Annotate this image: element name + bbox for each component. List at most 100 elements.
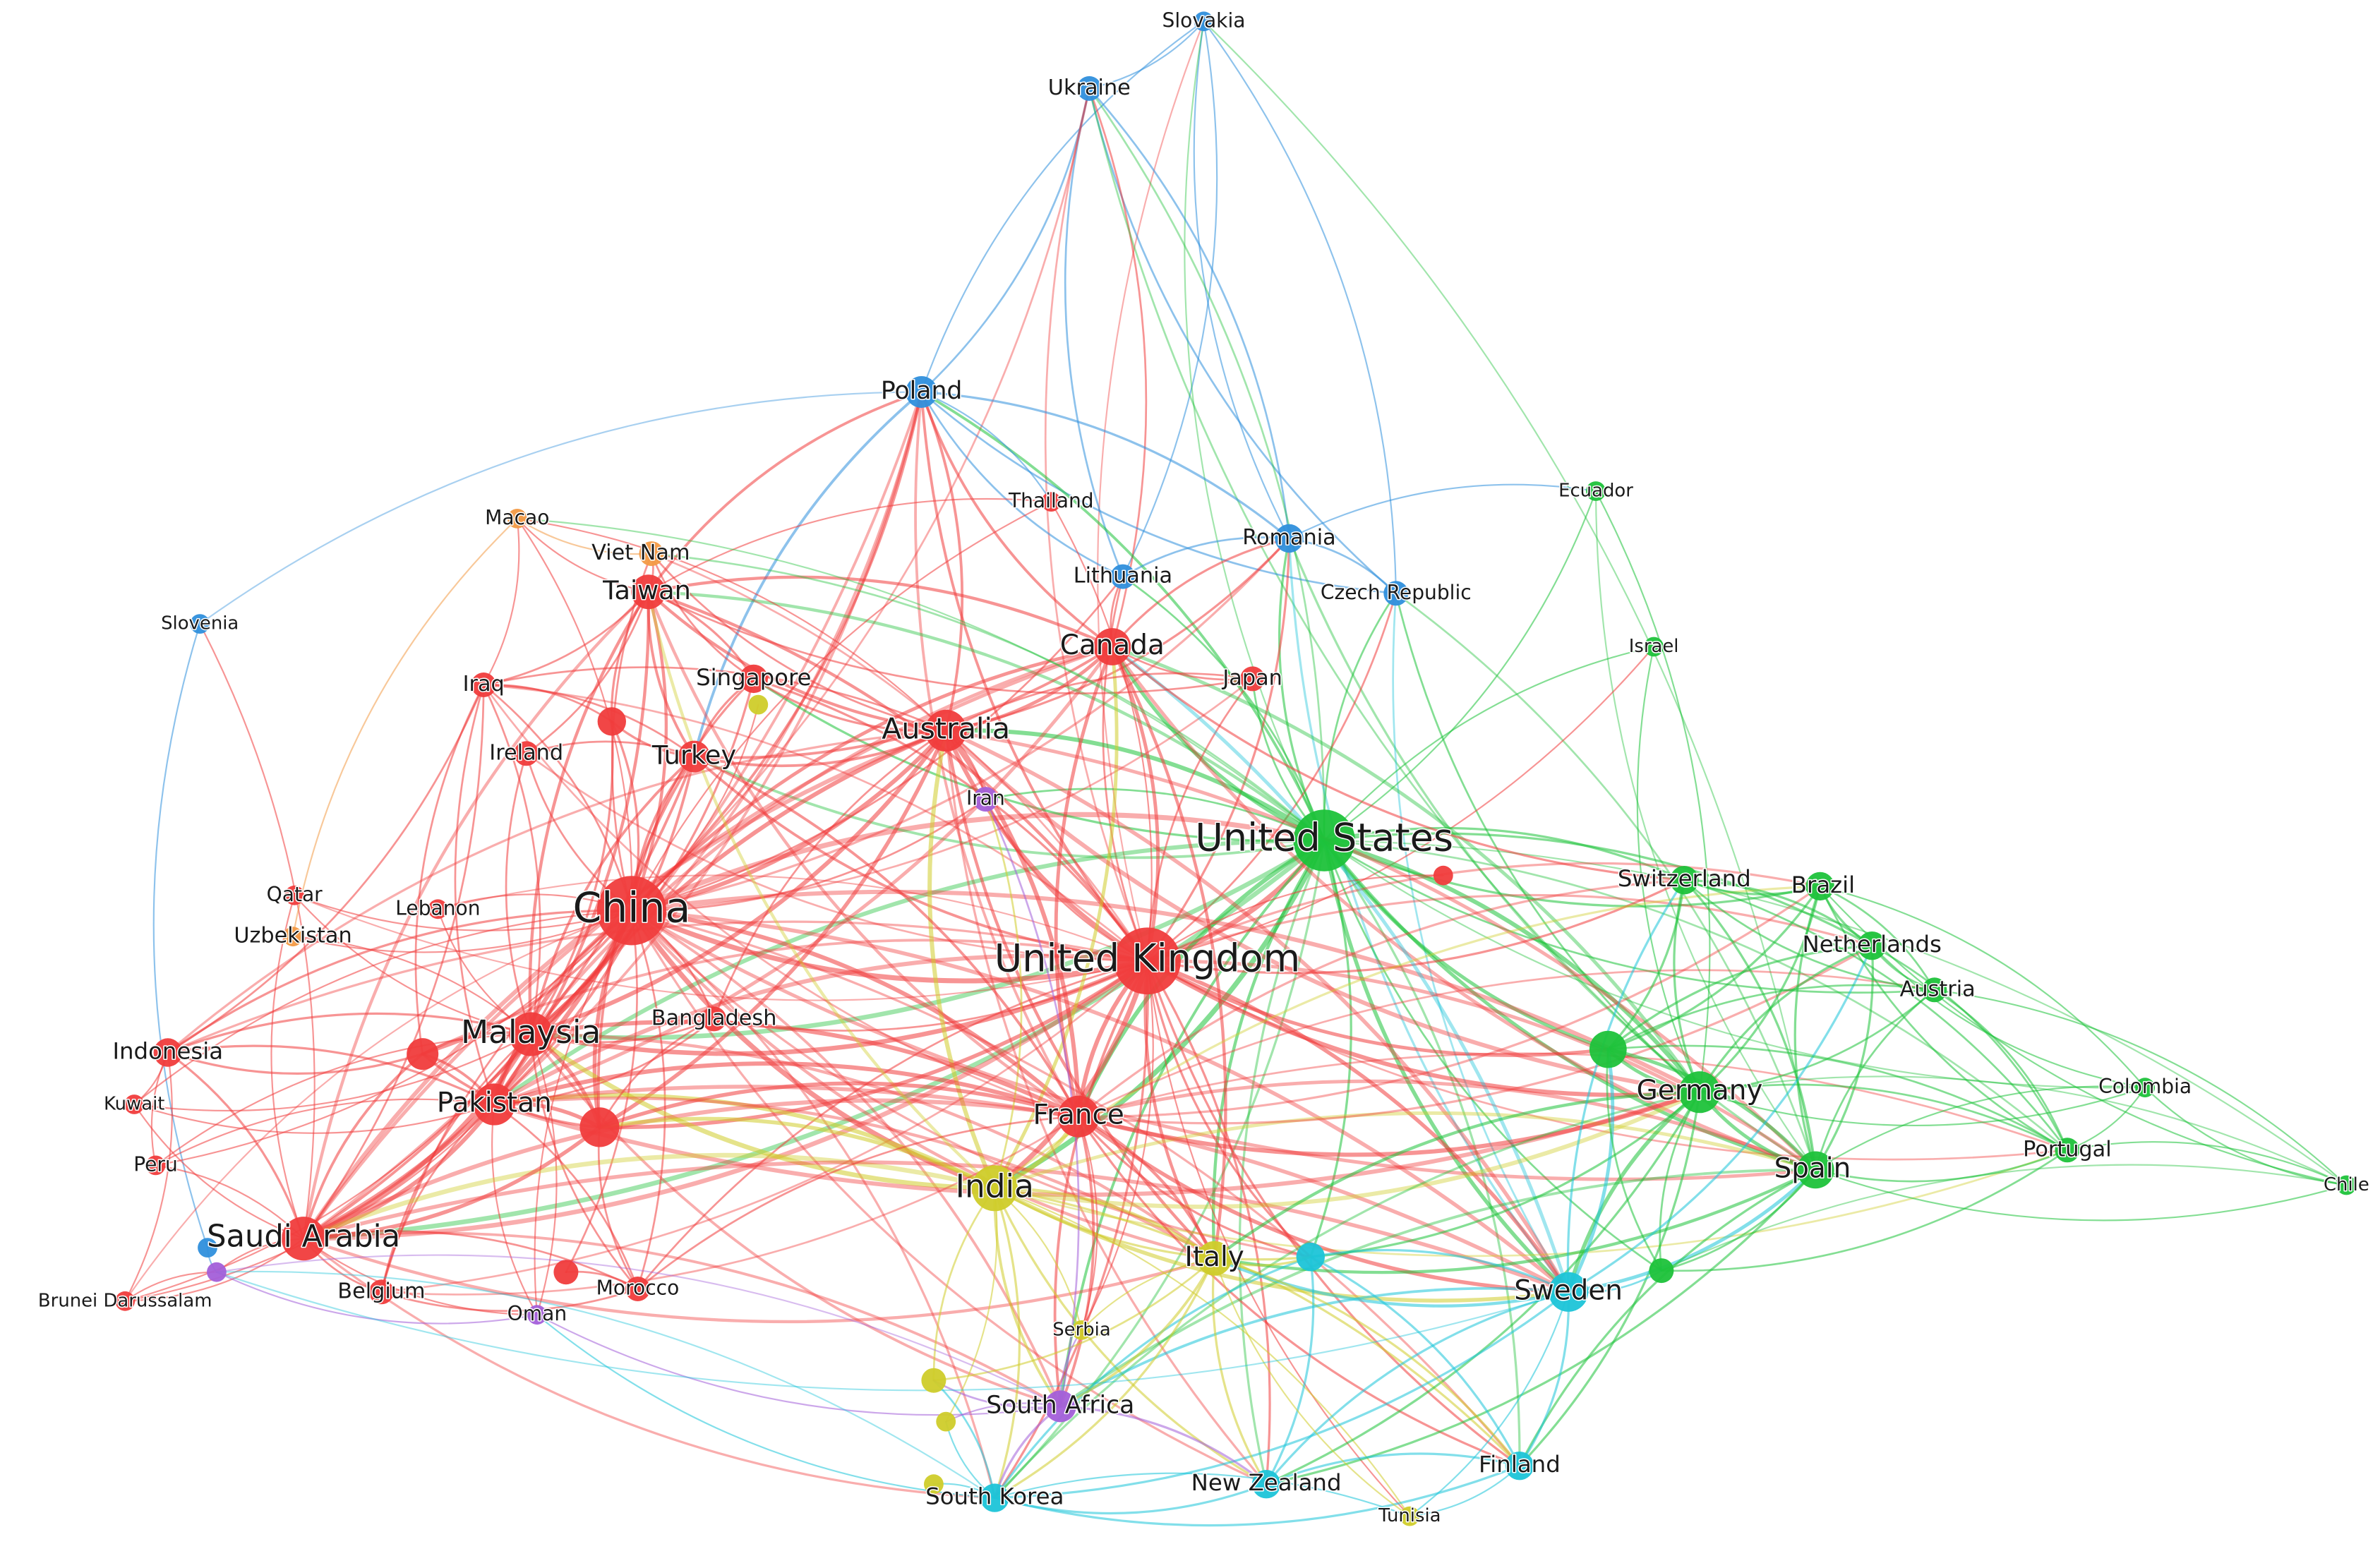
edge-czech-germany bbox=[1395, 592, 1701, 1094]
node-poland[interactable] bbox=[906, 376, 938, 408]
node-spain[interactable] bbox=[1796, 1151, 1834, 1189]
label-india: India bbox=[956, 1167, 1034, 1205]
node-vietnam[interactable] bbox=[639, 541, 664, 567]
edge-india-iran bbox=[985, 798, 1023, 1190]
node-tunisia[interactable] bbox=[1400, 1506, 1420, 1526]
node-italy[interactable] bbox=[1197, 1241, 1232, 1276]
node-red-mor[interactable] bbox=[553, 1260, 579, 1285]
node-portugal[interactable] bbox=[2055, 1138, 2080, 1163]
node-indonesia[interactable] bbox=[153, 1038, 182, 1067]
node-saudi[interactable] bbox=[282, 1217, 326, 1261]
node-us[interactable] bbox=[1293, 809, 1355, 872]
edge-austria-chile bbox=[1933, 989, 2348, 1186]
node-pakistan[interactable] bbox=[473, 1083, 515, 1126]
node-south-korea[interactable] bbox=[980, 1483, 1009, 1512]
node-germany[interactable] bbox=[1678, 1071, 1721, 1114]
node-ukraine[interactable] bbox=[1076, 76, 1102, 101]
edge-pakistan-iraq bbox=[454, 684, 495, 1106]
edge-red_unl3-morocco bbox=[597, 1126, 639, 1290]
node-romania[interactable] bbox=[1275, 524, 1304, 553]
edge-china-kuwait bbox=[133, 910, 632, 1106]
node-yellow-u2[interactable] bbox=[936, 1411, 956, 1432]
node-oman[interactable] bbox=[527, 1305, 547, 1325]
label-slovakia: Slovakia bbox=[1162, 8, 1246, 32]
edge-australia-turkey bbox=[692, 729, 948, 768]
edge-china-finland bbox=[630, 909, 1521, 1467]
label-qatar: Qatar bbox=[267, 883, 323, 906]
node-macao[interactable] bbox=[507, 509, 527, 529]
node-morocco[interactable] bbox=[625, 1277, 650, 1301]
node-austria[interactable] bbox=[1922, 977, 1947, 1003]
node-brazil[interactable] bbox=[1805, 872, 1834, 901]
node-purple-sa[interactable] bbox=[207, 1262, 227, 1282]
node-uzbekistan[interactable] bbox=[283, 927, 303, 947]
node-finland[interactable] bbox=[1505, 1452, 1534, 1480]
label-pakistan: Pakistan bbox=[437, 1087, 552, 1119]
node-blue-sa[interactable] bbox=[198, 1238, 217, 1258]
node-green-unl[interactable] bbox=[1589, 1030, 1627, 1068]
node-slovakia[interactable] bbox=[1194, 11, 1214, 32]
node-iraq[interactable] bbox=[471, 673, 496, 697]
node-sweden[interactable] bbox=[1549, 1272, 1589, 1312]
node-south-africa[interactable] bbox=[1044, 1390, 1076, 1423]
node-netherlands[interactable] bbox=[1858, 931, 1887, 960]
node-turkey[interactable] bbox=[678, 740, 710, 773]
edge-india-south_korea bbox=[993, 1187, 1021, 1500]
edge-ecuador-us bbox=[1323, 490, 1597, 842]
node-ireland[interactable] bbox=[514, 741, 539, 766]
node-india[interactable] bbox=[971, 1165, 1018, 1212]
node-red-unl1[interactable] bbox=[597, 707, 626, 736]
edge-us-turkey bbox=[692, 755, 1326, 860]
edge-france-italy bbox=[1077, 1115, 1216, 1260]
node-slovenia[interactable] bbox=[190, 614, 210, 634]
node-iran[interactable] bbox=[973, 787, 998, 812]
label-morocco: Morocco bbox=[596, 1277, 680, 1300]
node-lebanon[interactable] bbox=[428, 899, 448, 919]
node-peru[interactable] bbox=[145, 1155, 166, 1176]
edge-uk-italy bbox=[1143, 959, 1216, 1260]
node-red-unl2[interactable] bbox=[407, 1038, 439, 1071]
edge-portugal-green_unl bbox=[1606, 1044, 2069, 1152]
node-yellow-u1[interactable] bbox=[921, 1368, 946, 1393]
node-china[interactable] bbox=[596, 876, 667, 946]
node-cyan-unl[interactable] bbox=[1296, 1242, 1326, 1272]
node-belgium[interactable] bbox=[368, 1279, 394, 1305]
node-france[interactable] bbox=[1057, 1095, 1100, 1138]
label-us: United States bbox=[1195, 816, 1453, 860]
node-red-dot[interactable] bbox=[1433, 865, 1453, 886]
node-yellow-u3[interactable] bbox=[924, 1474, 944, 1495]
node-green-small[interactable] bbox=[1649, 1258, 1674, 1284]
node-thailand[interactable] bbox=[1041, 492, 1062, 512]
node-brunei[interactable] bbox=[115, 1291, 136, 1311]
node-chile[interactable] bbox=[2336, 1175, 2357, 1195]
node-kuwait[interactable] bbox=[124, 1094, 145, 1114]
node-qatar[interactable] bbox=[284, 885, 305, 905]
node-red-unl3[interactable] bbox=[579, 1107, 620, 1147]
node-czech[interactable] bbox=[1383, 581, 1409, 606]
node-lithuania[interactable] bbox=[1110, 564, 1136, 589]
node-japan[interactable] bbox=[1240, 666, 1266, 692]
node-canada[interactable] bbox=[1093, 628, 1131, 665]
edge-netherlands-sweden bbox=[1567, 944, 1873, 1293]
node-new-zealand[interactable] bbox=[1251, 1470, 1281, 1499]
node-malaysia[interactable] bbox=[509, 1012, 553, 1056]
node-uk[interactable] bbox=[1114, 927, 1181, 995]
node-switzerland[interactable] bbox=[1670, 866, 1699, 895]
node-serbia[interactable] bbox=[1071, 1320, 1092, 1340]
label-japan: Japan bbox=[1221, 665, 1282, 690]
node-israel[interactable] bbox=[1644, 637, 1664, 657]
node-australia[interactable] bbox=[925, 709, 967, 752]
node-singapore[interactable] bbox=[739, 664, 769, 694]
label-saudi: Saudi Arabia bbox=[207, 1219, 400, 1255]
label-sweden: Sweden bbox=[1514, 1274, 1623, 1306]
node-bangladesh[interactable] bbox=[702, 1006, 727, 1032]
edge-us-colombia bbox=[1323, 839, 2146, 1089]
label-brunei: Brunei Darussalam bbox=[38, 1290, 212, 1311]
node-colombia[interactable] bbox=[2135, 1078, 2156, 1098]
label-taiwan: Taiwan bbox=[602, 575, 691, 605]
edge-south_korea-yellow_u1 bbox=[932, 1379, 996, 1499]
node-yellow-sg[interactable] bbox=[748, 694, 769, 715]
node-taiwan[interactable] bbox=[631, 574, 666, 610]
node-ecuador[interactable] bbox=[1586, 481, 1606, 501]
label-lebanon: Lebanon bbox=[395, 896, 480, 919]
